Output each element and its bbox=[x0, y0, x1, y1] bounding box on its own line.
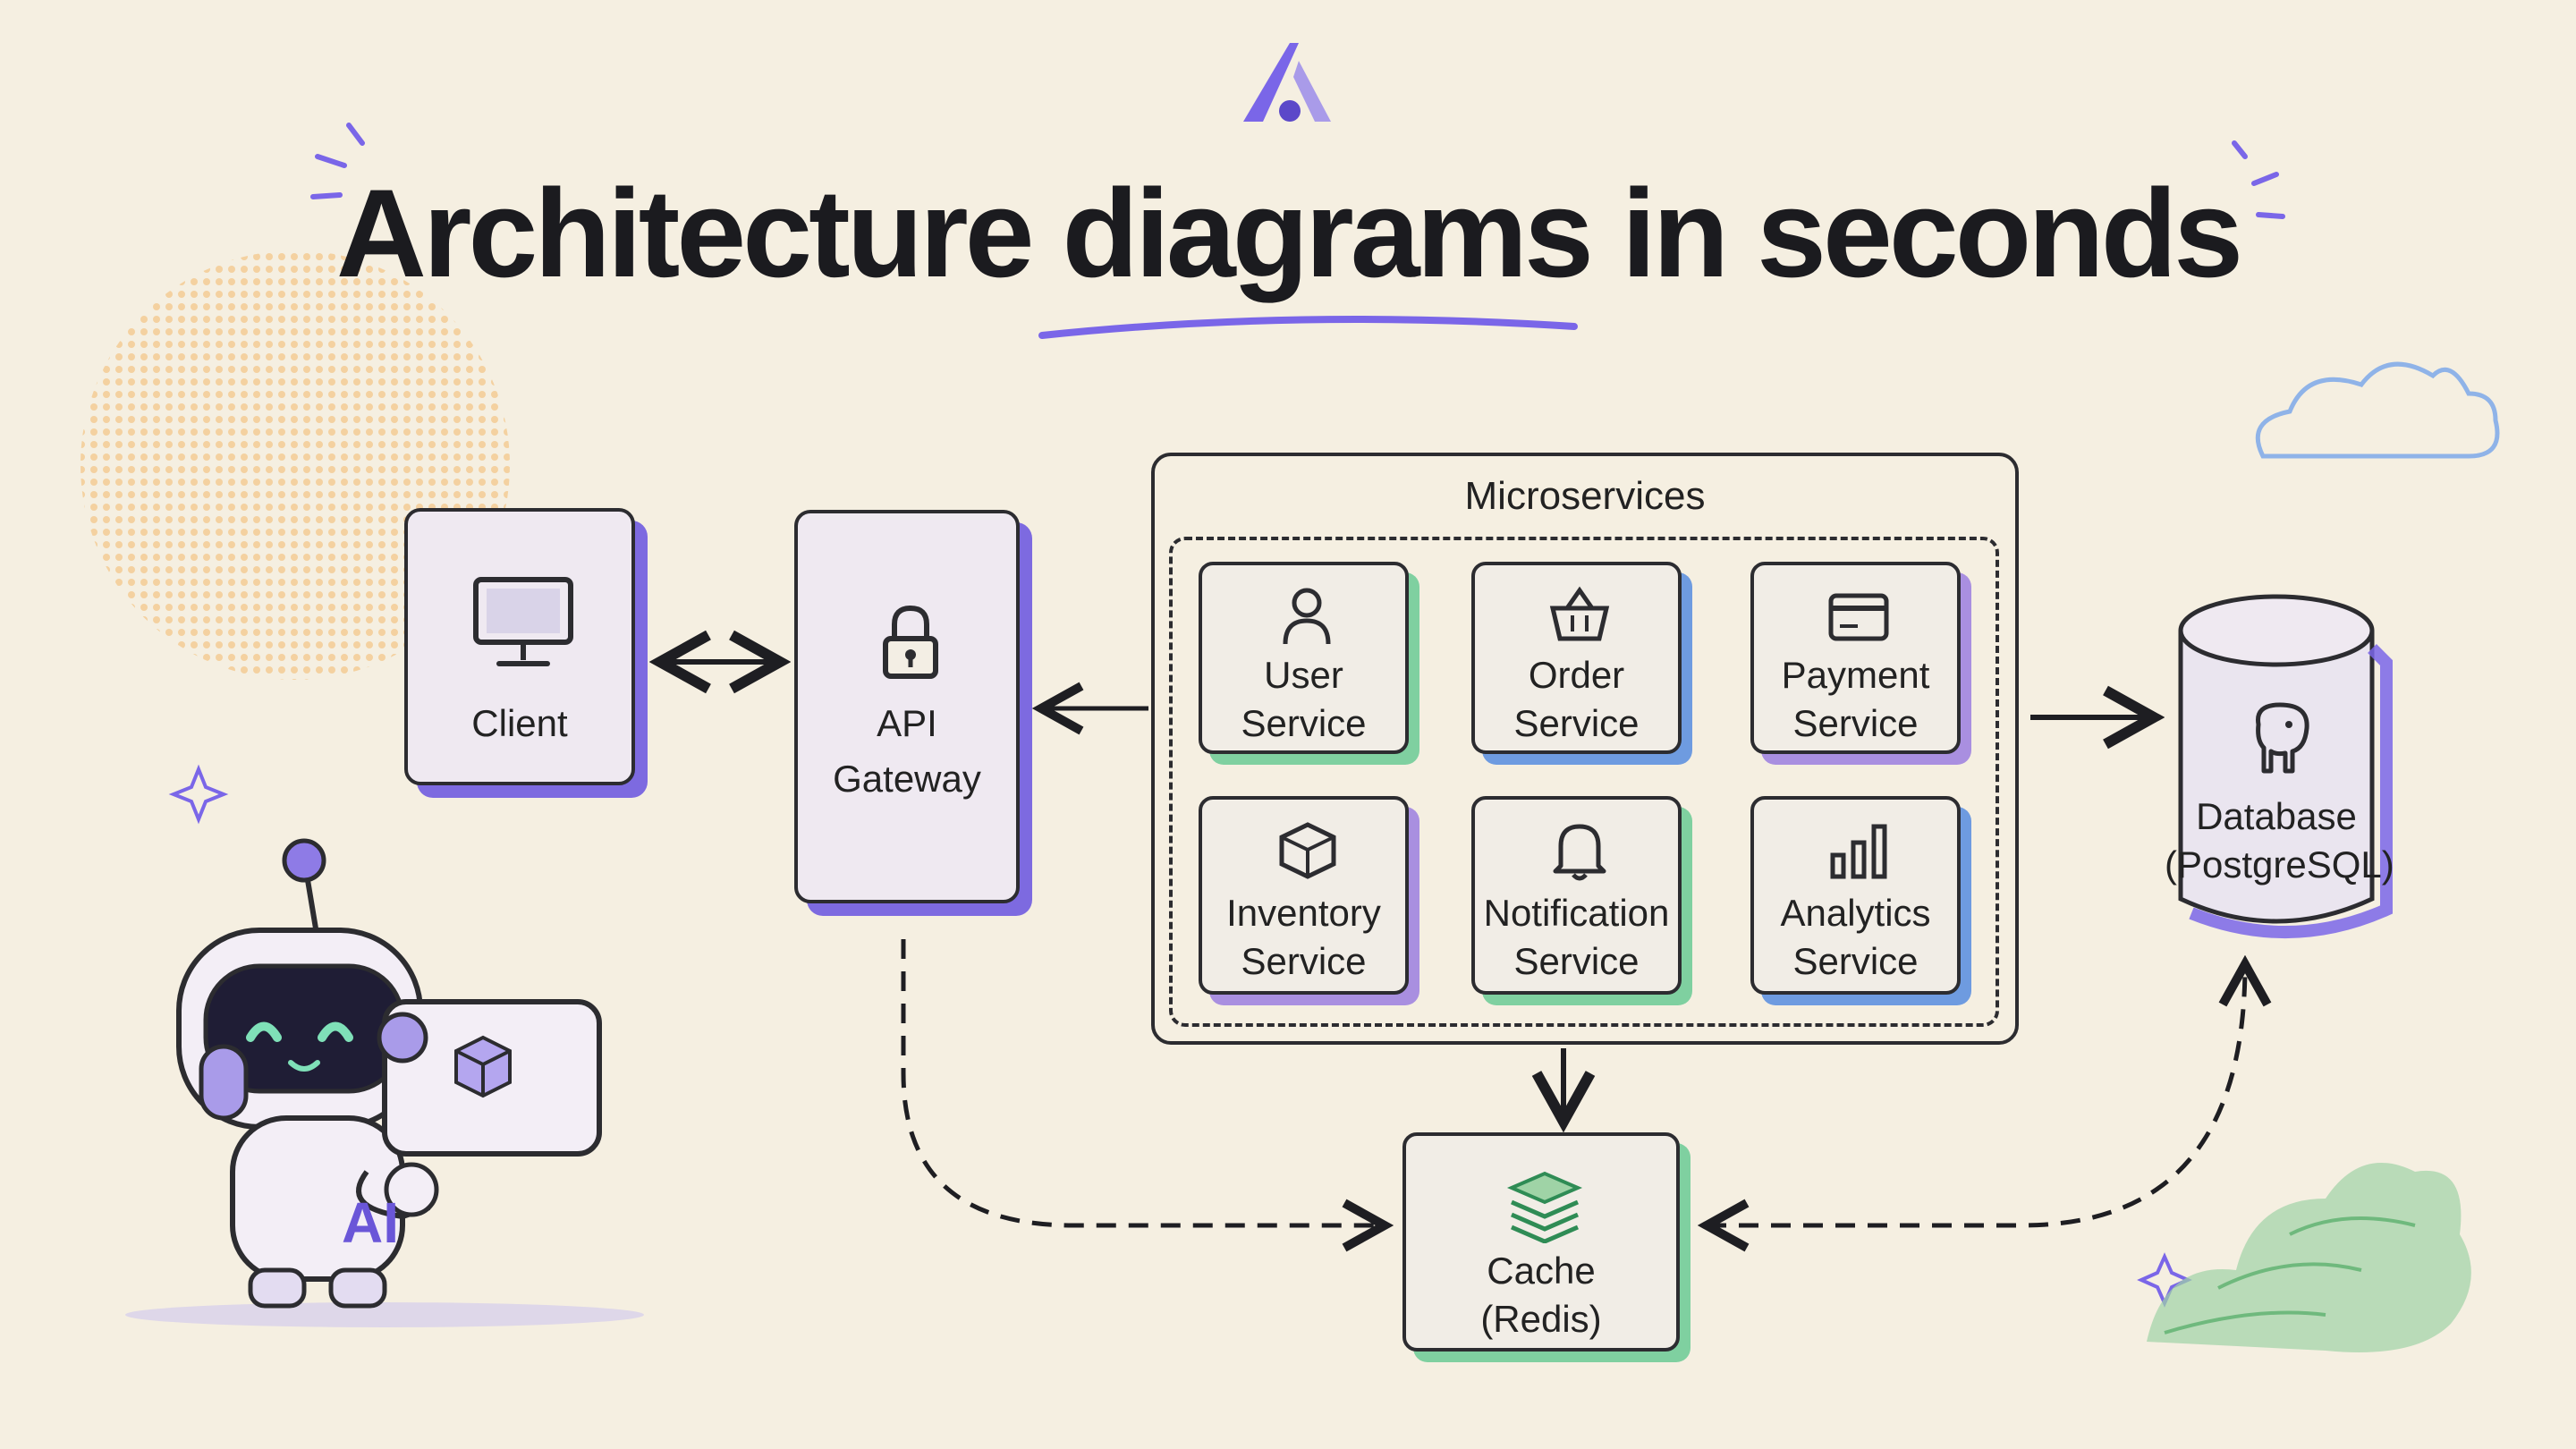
notification-service-node[interactable]: Notification Service bbox=[1471, 796, 1682, 995]
basket-icon bbox=[1549, 586, 1610, 641]
user-icon bbox=[1283, 588, 1331, 645]
api-gateway-node[interactable]: API Gateway bbox=[794, 510, 1020, 903]
notification-service-label-2: Service bbox=[1513, 940, 1640, 982]
sparkle-lines-left bbox=[310, 123, 365, 199]
cache-node[interactable]: Cache (Redis) bbox=[1402, 1132, 1680, 1352]
halftone-sun bbox=[80, 250, 510, 680]
analytics-service-label-1: Analytics bbox=[1780, 892, 1931, 934]
analytics-service-node[interactable]: Analytics Service bbox=[1750, 796, 1961, 995]
user-service-label-2: Service bbox=[1241, 702, 1367, 744]
inventory-service-label-2: Service bbox=[1241, 940, 1367, 982]
database-label-2: (PostgreSQL) bbox=[2165, 843, 2394, 886]
inventory-service-label-1: Inventory bbox=[1226, 892, 1381, 934]
user-service-label-1: User bbox=[1264, 654, 1343, 696]
payment-service-label-2: Service bbox=[1792, 702, 1919, 744]
database-node[interactable] bbox=[2165, 577, 2406, 953]
microservices-title: Microservices bbox=[1464, 474, 1706, 518]
bar-chart-icon bbox=[1830, 824, 1887, 879]
headline: Architecture diagrams in seconds bbox=[335, 163, 2243, 303]
star-sparkle-icon bbox=[168, 764, 229, 825]
user-service-node[interactable]: User Service bbox=[1199, 562, 1409, 754]
cloud-doodle bbox=[2255, 361, 2500, 459]
database-label-1: Database bbox=[2196, 795, 2357, 837]
cache-label-1: Cache bbox=[1487, 1250, 1596, 1292]
payment-service-label-1: Payment bbox=[1781, 654, 1930, 696]
order-service-label-2: Service bbox=[1513, 702, 1640, 744]
gateway-label-line1: API bbox=[877, 702, 937, 744]
robot-icon bbox=[125, 838, 644, 1327]
microservices-dashed-border bbox=[1169, 537, 1999, 1027]
green-bush bbox=[2147, 1163, 2471, 1352]
monitor-icon bbox=[473, 577, 573, 666]
microservices-group bbox=[1151, 453, 2019, 1045]
payment-service-node[interactable]: Payment Service bbox=[1750, 562, 1961, 754]
cache-label-2: (Redis) bbox=[1480, 1298, 1602, 1340]
robot-badge: AI bbox=[342, 1191, 399, 1255]
client-node[interactable]: Client bbox=[404, 508, 635, 785]
lock-icon bbox=[883, 605, 938, 679]
sparkle-lines-right bbox=[2232, 140, 2285, 219]
analytics-service-label-2: Service bbox=[1792, 940, 1919, 982]
client-label: Client bbox=[471, 702, 568, 744]
stack-icon bbox=[1506, 1171, 1583, 1243]
credit-card-icon bbox=[1828, 593, 1889, 641]
bell-icon bbox=[1553, 824, 1606, 881]
box-icon bbox=[1279, 822, 1336, 879]
elephant-icon bbox=[2256, 702, 2309, 774]
brand-a-logo-icon bbox=[1243, 43, 1331, 122]
order-service-label-1: Order bbox=[1528, 654, 1625, 696]
title-underline bbox=[1038, 316, 1578, 339]
gateway-label-line2: Gateway bbox=[833, 758, 981, 800]
inventory-service-node[interactable]: Inventory Service bbox=[1199, 796, 1409, 995]
notification-service-label-1: Notification bbox=[1483, 892, 1670, 934]
order-service-node[interactable]: Order Service bbox=[1471, 562, 1682, 754]
